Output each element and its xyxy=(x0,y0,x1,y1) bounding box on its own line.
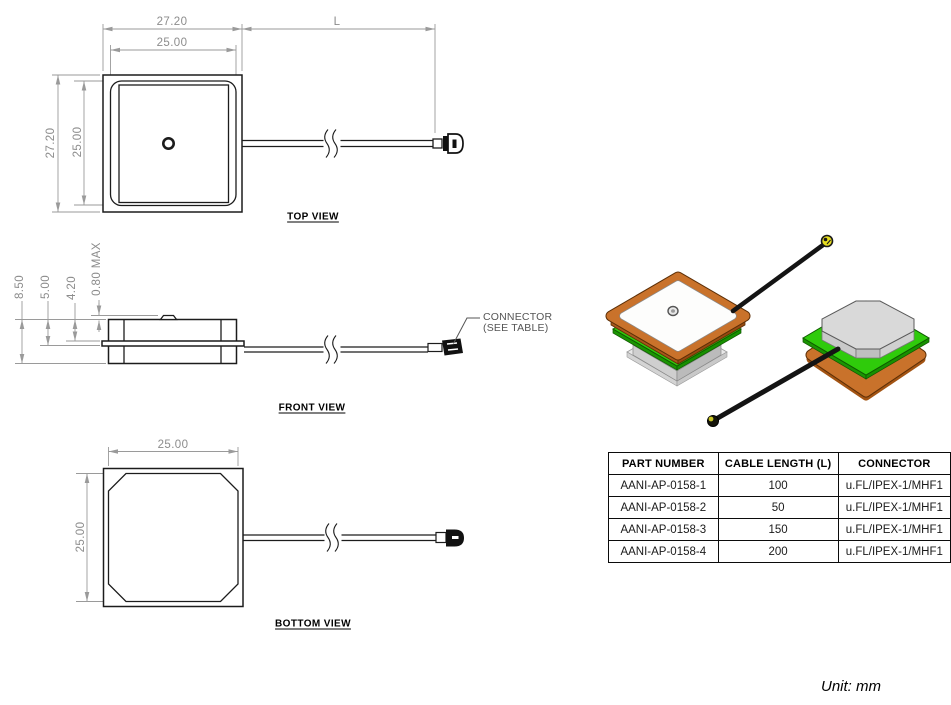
frontview-connector xyxy=(427,338,463,356)
dim-top-outer-height: 27.20 xyxy=(45,127,57,159)
table-row: AANI-AP-0158-4 200 u.FL/IPEX-1/MHF1 xyxy=(608,540,951,563)
dim-top-outer-width: 27.20 xyxy=(156,16,188,28)
table-row: AANI-AP-0158-2 50 u.FL/IPEX-1/MHF1 xyxy=(608,496,951,519)
iso-cable-bottom xyxy=(713,346,841,422)
dim-bottom-width: 25.00 xyxy=(157,439,189,451)
iso-ceramic-gray-bottom xyxy=(821,300,915,350)
frontview-cable xyxy=(244,346,428,353)
connector-cell: u.FL/IPEX-1/MHF1 xyxy=(837,474,951,497)
connector-callout-line2: (SEE TABLE) xyxy=(483,322,549,334)
top-view-label: TOP VIEW xyxy=(287,211,339,223)
cable-length-cell: 100 xyxy=(717,474,839,497)
iso-base-right-face xyxy=(676,344,722,382)
dim-bottom-height: 25.00 xyxy=(75,521,87,553)
dim-top-inner-height: 25.00 xyxy=(72,126,84,158)
col-header-connector: CONNECTOR xyxy=(837,452,951,475)
part-number-table: PART NUMBER CABLE LENGTH (L) CONNECTOR A… xyxy=(608,452,951,563)
iso-connector-gold-top xyxy=(820,234,834,248)
iso-connector-gold-bottom xyxy=(707,415,719,427)
iso-ceramic-white xyxy=(620,281,736,351)
dim-front-pcb-top: 4.20 xyxy=(66,276,78,300)
dim-top-inner-width: 25.00 xyxy=(156,37,188,49)
top-view-drawing xyxy=(52,24,464,213)
table-header-row: PART NUMBER CABLE LENGTH (L) CONNECTOR xyxy=(608,452,951,475)
dim-front-pin-height: 0.80 MAX xyxy=(91,242,103,296)
connector-cell: u.FL/IPEX-1/MHF1 xyxy=(837,540,951,563)
front-view-label: FRONT VIEW xyxy=(278,402,346,414)
bottom-view-label: BOTTOM VIEW xyxy=(275,618,351,630)
cable-length-cell: 150 xyxy=(717,518,839,541)
bottomview-cable xyxy=(243,534,436,542)
front-view-drawing xyxy=(15,300,480,365)
topview-connector xyxy=(432,133,464,154)
dim-cable-length-L: L xyxy=(333,16,341,28)
col-header-cable-length: CABLE LENGTH (L) xyxy=(717,452,839,475)
connector-callout-line1: CONNECTOR xyxy=(483,311,553,323)
cable-length-cell: 200 xyxy=(717,540,839,563)
part-number-cell: AANI-AP-0158-2 xyxy=(608,496,719,519)
iso-cable-top xyxy=(730,242,826,314)
table-row: AANI-AP-0158-1 100 u.FL/IPEX-1/MHF1 xyxy=(608,474,951,497)
bottomview-connector xyxy=(435,529,464,547)
part-number-cell: AANI-AP-0158-4 xyxy=(608,540,719,563)
dim-front-pcb-bottom: 5.00 xyxy=(40,275,52,299)
table-row: AANI-AP-0158-3 150 u.FL/IPEX-1/MHF1 xyxy=(608,518,951,541)
bottomview-ceramic-octagon xyxy=(107,472,239,603)
cable-length-cell: 50 xyxy=(717,496,839,519)
dim-front-total-height: 8.50 xyxy=(14,275,26,299)
connector-cell: u.FL/IPEX-1/MHF1 xyxy=(837,518,951,541)
iso-antenna-bottom xyxy=(707,300,930,427)
col-header-part-number: PART NUMBER xyxy=(608,452,719,475)
iso-antenna-top xyxy=(605,234,834,387)
bottomview-outline xyxy=(102,467,244,608)
connector-leader-line xyxy=(453,317,480,344)
topview-cable xyxy=(242,139,433,148)
unit-note: Unit: mm xyxy=(821,678,881,695)
part-number-cell: AANI-AP-0158-1 xyxy=(608,474,719,497)
part-number-cell: AANI-AP-0158-3 xyxy=(608,518,719,541)
connector-cell: u.FL/IPEX-1/MHF1 xyxy=(837,496,951,519)
frontview-pin-bump xyxy=(159,314,178,321)
frontview-pcb xyxy=(101,340,245,347)
topview-feed-pin xyxy=(162,137,176,151)
bottom-view-drawing xyxy=(76,447,464,608)
